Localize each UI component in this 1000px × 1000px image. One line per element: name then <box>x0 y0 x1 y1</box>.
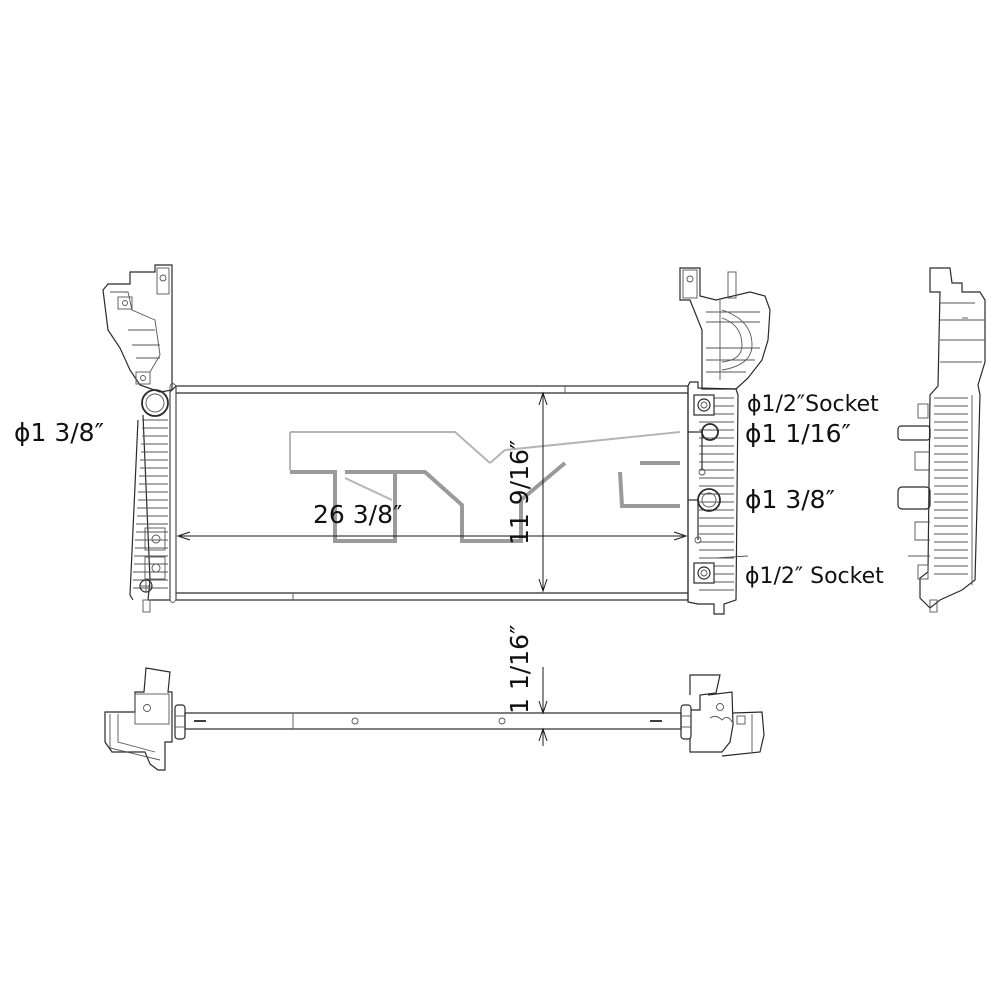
tyc-watermark <box>289 431 681 543</box>
dimension-core-height <box>538 391 548 593</box>
label-upper-pipe-diameter: ϕ1 1/16″ <box>745 419 851 448</box>
label-lower-pipe-diameter: ϕ1 3/8″ <box>745 485 835 514</box>
label-core-thickness: 1 1/16″ <box>505 624 534 714</box>
dimension-core-thickness <box>538 667 548 746</box>
left-tank <box>102 264 177 613</box>
radiator-core <box>175 385 689 601</box>
side-view <box>897 267 986 613</box>
side-view-ribs <box>934 397 968 575</box>
right-tank <box>679 267 771 615</box>
bottom-view <box>104 667 765 771</box>
label-core-height: 11 9/16″ <box>505 439 534 545</box>
label-core-width: 26 3/8″ <box>313 500 403 529</box>
left-tank-ribs <box>133 419 168 589</box>
dimension-core-width <box>176 531 688 541</box>
label-top-socket-diameter: ϕ1/2″Socket <box>747 392 879 417</box>
label-bottom-socket-diameter: ϕ1/2″ Socket <box>745 564 884 589</box>
label-left-inlet-diameter: ϕ1 3/8″ <box>14 418 104 447</box>
